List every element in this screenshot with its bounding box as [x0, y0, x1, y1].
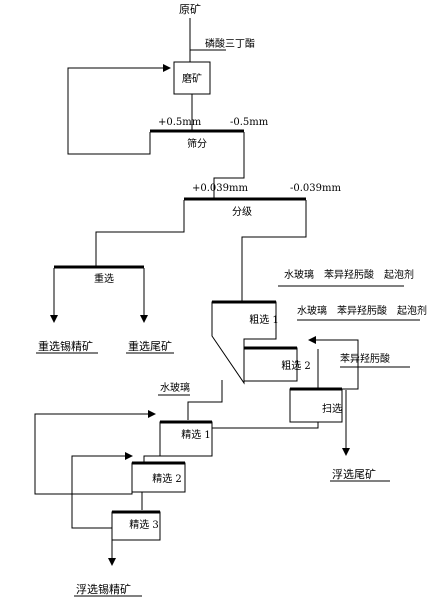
equipment	[54, 61, 343, 541]
feed-label: 原矿	[179, 3, 201, 16]
scavenger-return-line	[308, 336, 359, 390]
classification-label: 分级	[232, 206, 252, 218]
undersize-line	[213, 132, 245, 199]
screening-label: 筛分	[187, 137, 207, 150]
rougher1-reagent-label: 水玻璃 苯异羟肟酸 起泡剂	[284, 268, 414, 281]
cleaner2-label: 精选 2	[152, 472, 182, 485]
rougher2-cell	[243, 347, 298, 382]
cleaner1-concentrate-line	[143, 424, 161, 462]
scavenger-cell	[289, 388, 343, 423]
rougher2-reagent-label: 水玻璃 苯异羟肟酸 起泡剂	[297, 304, 427, 317]
flotation-tailings-label: 浮选尾矿	[332, 468, 376, 481]
scavenger-label: 扫选	[322, 402, 342, 415]
rougher2-label: 粗选 2	[281, 359, 311, 372]
grinding-mill-box	[173, 61, 211, 95]
classifier-fine-label: -0.039mm	[290, 183, 341, 194]
screen-undersize-label: -0.5mm	[230, 117, 269, 128]
scavenger-reagent-label: 苯异羟肟酸	[340, 352, 390, 365]
cleaner2-cell	[131, 462, 186, 493]
flow-lines	[34, 18, 420, 566]
cleaner1-cell	[159, 421, 213, 457]
oversize-return-line	[67, 64, 171, 155]
classifier-coarse-label: +0.039mm	[192, 183, 248, 194]
gravity-concentrate-label: 重选锡精矿	[38, 339, 93, 353]
classifier-fine-line	[241, 200, 307, 302]
classifier-coarse-line	[95, 200, 185, 266]
cleaner1-label: 精选 1	[181, 428, 211, 441]
labels: 原矿 磷酸三丁酯 磨矿 +0.5mm -0.5mm 筛分 +0.039mm -0…	[38, 3, 427, 596]
rougher-concentrate-line	[187, 380, 223, 420]
flotation-concentrate-label: 浮选锡精矿	[76, 582, 131, 596]
gravity-tailings-label: 重选尾矿	[128, 339, 172, 353]
grinding-label: 磨矿	[182, 72, 202, 85]
grinding-reagent-label: 磷酸三丁酯	[205, 37, 255, 50]
cleaner3-label: 精选 3	[129, 518, 159, 531]
product-underlines	[36, 352, 390, 597]
cleaner3-cell	[111, 511, 161, 541]
gravity-label: 重选	[94, 272, 114, 285]
rougher1-label: 粗选 1	[249, 313, 279, 326]
cleaner1-reagent-label: 水玻璃	[160, 381, 190, 394]
screen-oversize-label: +0.5mm	[158, 117, 202, 128]
